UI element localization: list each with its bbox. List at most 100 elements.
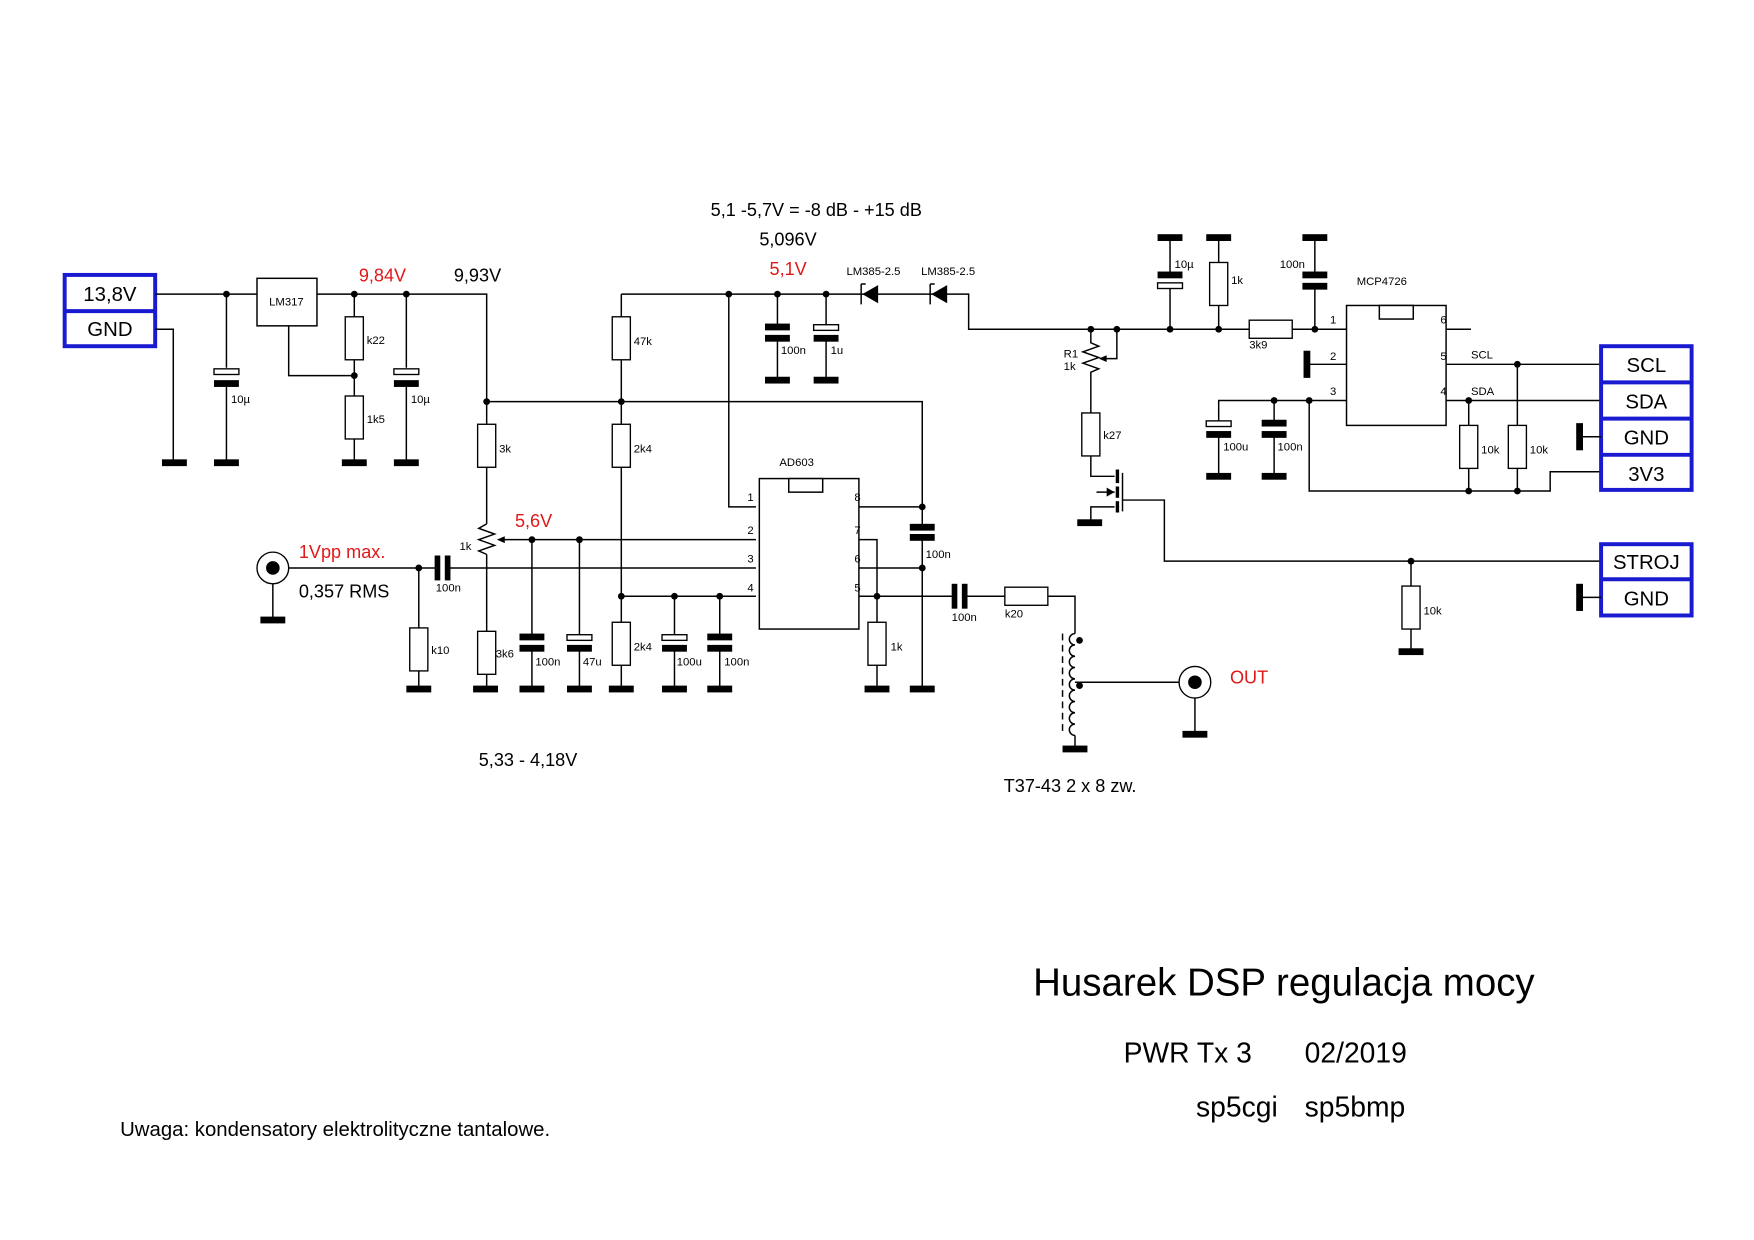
connector-pin-stroj: STROJ (1613, 552, 1680, 574)
pin-number: 2 (747, 525, 753, 537)
electrolytic-capacitor (1205, 420, 1232, 428)
resistor-label: k20 (1005, 609, 1023, 621)
electrolytic-capacitor (393, 368, 420, 376)
pin-number: 7 (854, 525, 860, 537)
resistor-1k (1208, 261, 1229, 307)
resistor-k27 (1081, 412, 1101, 457)
pin-number: 3 (747, 553, 753, 565)
output-transformer (1061, 632, 1088, 753)
pin-number: 5 (1440, 351, 1446, 363)
resistor-k22 (344, 316, 365, 361)
connector-power: 13,8V GND (62, 272, 158, 349)
capacitor (1261, 419, 1287, 427)
diode-label: LM385-2.5 (921, 266, 975, 278)
input-rms-label: 0,357 RMS (299, 581, 390, 601)
cap-label: 100n (1278, 441, 1303, 453)
cap-label: 47u (583, 656, 602, 668)
pot-label: 1k (460, 541, 472, 553)
cap-label: 100n (926, 549, 951, 561)
drawing-date: 02/2019 (1305, 1036, 1407, 1068)
cap-label: 100u (677, 656, 702, 668)
output-label: OUT (1230, 667, 1268, 687)
capacitor (764, 323, 790, 331)
pot-label: 1k (1064, 361, 1076, 373)
cap-label: 100n (724, 656, 749, 668)
cap-label: 1u (831, 345, 844, 357)
resistor-1k5 (344, 395, 365, 440)
diode-label: LM385-2.5 (846, 266, 900, 278)
input-level-label: 1Vpp max. (299, 542, 385, 562)
potentiometer-r1 (1080, 329, 1115, 478)
resistor-1k-out (867, 621, 887, 666)
mcp4726-dac: MCP4726 1 2 3 4 5 6 (1330, 276, 1447, 427)
project-name: PWR Tx 3 (1124, 1036, 1252, 1068)
electrolytic-capacitor (661, 634, 688, 642)
connector-tune: STROJ GND (1599, 542, 1694, 618)
voltage-5v6: 5,6V (515, 511, 552, 531)
pin-number: 4 (747, 583, 753, 595)
connector-pin-sda: SDA (1625, 391, 1667, 413)
electrolytic-capacitor (566, 634, 593, 642)
author-1: sp5cgi (1196, 1091, 1278, 1123)
connector-pin-gnd: GND (1624, 428, 1669, 450)
resistor-3k (476, 423, 497, 468)
cap-label: 100n (952, 612, 977, 624)
drawing-title: Husarek DSP regulacja mocy (1033, 962, 1535, 1005)
cap-label: 10µ (231, 394, 251, 406)
connector-pin-13v8: 13,8V (83, 284, 137, 306)
mosfet (1077, 469, 1602, 562)
control-voltage-range: 5,33 - 4,18V (479, 750, 578, 770)
connector-pin-3v3: 3V3 (1628, 464, 1664, 486)
output-coax-connector (1178, 665, 1212, 738)
voltage-9v93: 9,93V (454, 266, 501, 286)
ad603-amplifier: AD603 1 2 3 4 5 6 7 8 (747, 457, 861, 630)
pin-number: 1 (1330, 315, 1336, 327)
mcp4726-label: MCP4726 (1357, 276, 1407, 288)
potentiometer-1k (476, 523, 497, 556)
resistor-47k (611, 316, 632, 361)
connector-pin-gnd: GND (1624, 588, 1669, 610)
capacitor (1302, 271, 1328, 279)
transformer-spec: T37-43 2 x 8 zw. (1004, 776, 1137, 796)
capacitor (519, 633, 545, 641)
capacitor (909, 523, 935, 531)
resistor-3k6 (476, 630, 497, 675)
connector-pin-gnd: GND (87, 319, 132, 341)
cap-label: 100n (1280, 259, 1305, 271)
resistor-10k-sda (1458, 424, 1479, 470)
pin-number: 8 (854, 492, 860, 504)
connector-i2c: SCL SDA GND 3V3 (1599, 344, 1694, 492)
lm317-regulator (256, 277, 318, 327)
resistor-label: 2k4 (634, 444, 652, 456)
resistor-label: 1k (891, 642, 903, 654)
cap-label: 100n (535, 656, 560, 668)
electrolytic-capacitor (812, 324, 840, 332)
pin-number: 1 (747, 492, 753, 504)
resistor-label: k27 (1103, 430, 1121, 442)
cap-label: 100n (436, 583, 461, 595)
connector-pin-scl: SCL (1627, 355, 1667, 377)
capacitor (707, 633, 733, 641)
pin-number: 6 (854, 553, 860, 565)
resistor-label: 3k6 (496, 648, 514, 660)
cap-label: 100u (1223, 441, 1248, 453)
resistor-k20 (1004, 586, 1049, 606)
net-label-scl: SCL (1471, 350, 1493, 362)
pin-number: 2 (1330, 351, 1336, 363)
author-2: sp5bmp (1305, 1091, 1406, 1123)
resistor-label: 1k (1231, 275, 1243, 287)
resistor-10k-stroj (1401, 585, 1421, 630)
pin-number: 3 (1330, 386, 1336, 398)
resistor-label: 10k (1423, 605, 1442, 617)
resistor-label: 47k (634, 336, 653, 348)
resistor-label: 1k5 (367, 414, 385, 426)
lm385-diode: LM385-2.5 (846, 266, 928, 305)
voltage-5v1: 5,1V (770, 259, 807, 279)
resistor-2k4 (611, 423, 632, 468)
resistor-3k9 (1248, 319, 1293, 339)
input-coax-connector (256, 551, 290, 624)
resistor-label: 3k (499, 444, 511, 456)
lm385-diode: LM385-2.5 (921, 266, 1347, 330)
electrolytic-capacitor (1157, 271, 1183, 279)
